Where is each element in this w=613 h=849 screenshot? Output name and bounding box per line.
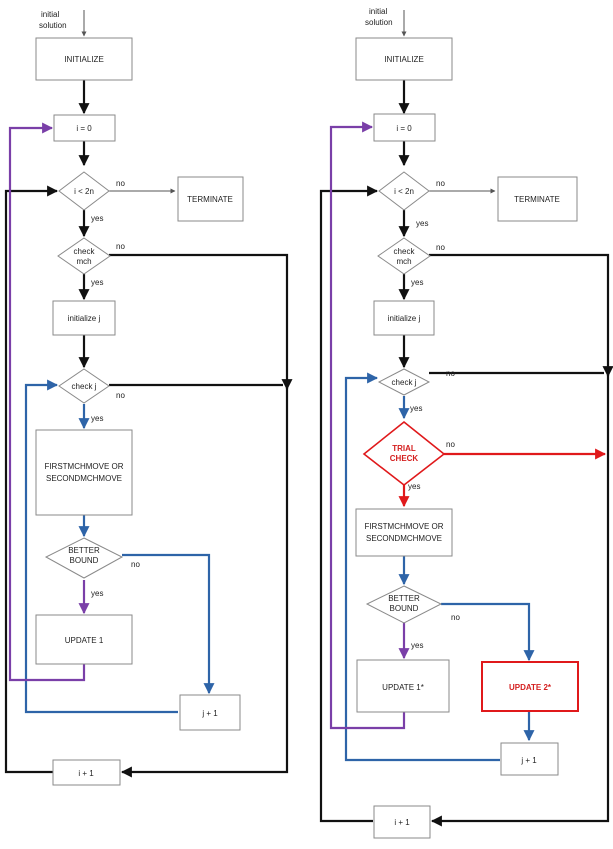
better-bound-diamond — [44, 537, 124, 579]
check-mch-yes-label: yes — [91, 278, 103, 287]
input-label-line1: initial — [41, 10, 59, 19]
move-box — [35, 429, 133, 516]
r-check-mch-no-label: no — [436, 243, 445, 252]
update1-box — [35, 614, 133, 665]
r-input-label-line1: initial — [369, 7, 387, 16]
j-plus-loop-connector — [24, 379, 178, 714]
check-j-label: check j — [72, 382, 97, 391]
i-cond-diamond — [58, 171, 110, 211]
r-update1-box — [356, 659, 450, 713]
update-loop-connector — [8, 122, 86, 682]
j-plus-label: j + 1 — [201, 709, 218, 718]
r-update2-label: UPDATE 2* — [509, 683, 552, 692]
r-i-cond-no-label: no — [436, 179, 445, 188]
r-j-plus-loop-connector — [344, 372, 500, 762]
r-check-j-yes-label: yes — [410, 404, 422, 413]
r-i-zero-label: i = 0 — [396, 124, 412, 133]
r-check-mch-label-line2: mch — [396, 257, 411, 266]
r-terminate-box — [497, 176, 578, 222]
r-update1-label: UPDATE 1* — [382, 683, 424, 692]
initialize-j-label: initialize j — [68, 314, 101, 323]
r-trial-check-label-line1: TRIAL — [392, 444, 416, 453]
i-zero-box — [53, 114, 116, 142]
r-i-cond-yes-label: yes — [416, 219, 428, 228]
r-initialize-j-box — [373, 300, 435, 336]
r-mch-no-connector — [429, 253, 613, 378]
terminate-label: TERMINATE — [187, 195, 233, 204]
r-i-plus-loop-connector — [319, 185, 379, 823]
r-check-j-label: check j — [392, 378, 417, 387]
i-plus-box — [52, 759, 121, 786]
check-mch-label-line2: mch — [76, 257, 91, 266]
r-better-bound-label-line2: BOUND — [390, 604, 419, 613]
r-trial-check-yes-label: yes — [408, 482, 420, 491]
r-move-label-line1: FIRSTMCHMOVE OR — [364, 522, 443, 531]
move-label-line1: FIRSTMCHMOVE OR — [44, 462, 123, 471]
i-plus-loop-connector — [4, 185, 59, 774]
check-mch-label-line1: check — [74, 247, 96, 256]
r-update2-box — [481, 661, 579, 712]
initialize-label: INITIALIZE — [64, 55, 104, 64]
terminate-box — [177, 176, 244, 222]
initialize-j-box — [52, 300, 116, 336]
r-check-mch-diamond — [377, 237, 431, 275]
update1-label: UPDATE 1 — [65, 636, 104, 645]
check-j-diamond — [58, 368, 110, 404]
check-j-yes-label: yes — [91, 414, 103, 423]
r-check-j-no-label: no — [446, 369, 455, 378]
r-better-bound-yes-label: yes — [411, 641, 423, 650]
check-j-no-label: no — [116, 391, 125, 400]
move-label-line2: SECONDMCHMOVE — [46, 474, 122, 483]
r-trial-check-label-line2: CHECK — [390, 454, 419, 463]
r-input-label-line2: solution — [365, 18, 393, 27]
r-to-i-plus-connector — [430, 375, 610, 827]
right-flowchart: initial solution INITIALIZE i = 0 i < 2n… — [319, 7, 613, 839]
r-trial-check-no-label: no — [446, 440, 455, 449]
r-check-j-diamond — [377, 368, 431, 396]
r-trial-check-diamond — [362, 420, 446, 487]
check-mch-diamond — [57, 237, 111, 275]
bound-no-connector — [122, 553, 215, 695]
better-bound-no-label: no — [131, 560, 140, 569]
r-initialize-box — [355, 37, 453, 81]
r-i-cond-label: i < 2n — [394, 187, 414, 196]
input-label-line2: solution — [39, 21, 67, 30]
i-cond-yes-label: yes — [91, 214, 103, 223]
to-i-plus-connector — [120, 388, 289, 778]
r-i-zero-box — [373, 113, 436, 142]
better-bound-yes-label: yes — [91, 589, 103, 598]
r-better-bound-label-line1: BETTER — [388, 594, 420, 603]
better-bound-label-line2: BOUND — [70, 556, 99, 565]
check-mch-no-label: no — [116, 242, 125, 251]
r-better-bound-no-label: no — [451, 613, 460, 622]
r-better-bound-diamond — [365, 585, 443, 624]
i-zero-label: i = 0 — [76, 124, 92, 133]
left-flowchart: initial solution INITIALIZE i = 0 i < 2n… — [4, 10, 293, 786]
i-plus-label: i + 1 — [78, 769, 94, 778]
better-bound-label-line1: BETTER — [68, 546, 100, 555]
r-j-plus-label: j + 1 — [520, 756, 537, 765]
r-initialize-label: INITIALIZE — [384, 55, 424, 64]
left-connectors — [4, 10, 293, 778]
r-update-loop-connector — [329, 121, 406, 730]
r-bound-no-connector — [441, 602, 535, 662]
r-check-mch-label-line1: check — [394, 247, 416, 256]
i-cond-label: i < 2n — [74, 187, 94, 196]
r-initialize-j-label: initialize j — [388, 314, 421, 323]
r-move-label-line2: SECONDMCHMOVE — [366, 534, 442, 543]
r-j-plus-box — [500, 742, 559, 776]
r-check-mch-yes-label: yes — [411, 278, 423, 287]
r-i-plus-label: i + 1 — [394, 818, 410, 827]
initialize-box — [35, 37, 133, 81]
i-cond-no-label: no — [116, 179, 125, 188]
mch-no-connector — [109, 253, 293, 391]
r-terminate-label: TERMINATE — [514, 195, 560, 204]
r-move-box — [355, 508, 453, 557]
right-connectors — [319, 10, 613, 827]
r-i-plus-box — [373, 805, 431, 839]
j-plus-box — [179, 694, 241, 731]
r-i-cond-diamond — [378, 171, 430, 211]
